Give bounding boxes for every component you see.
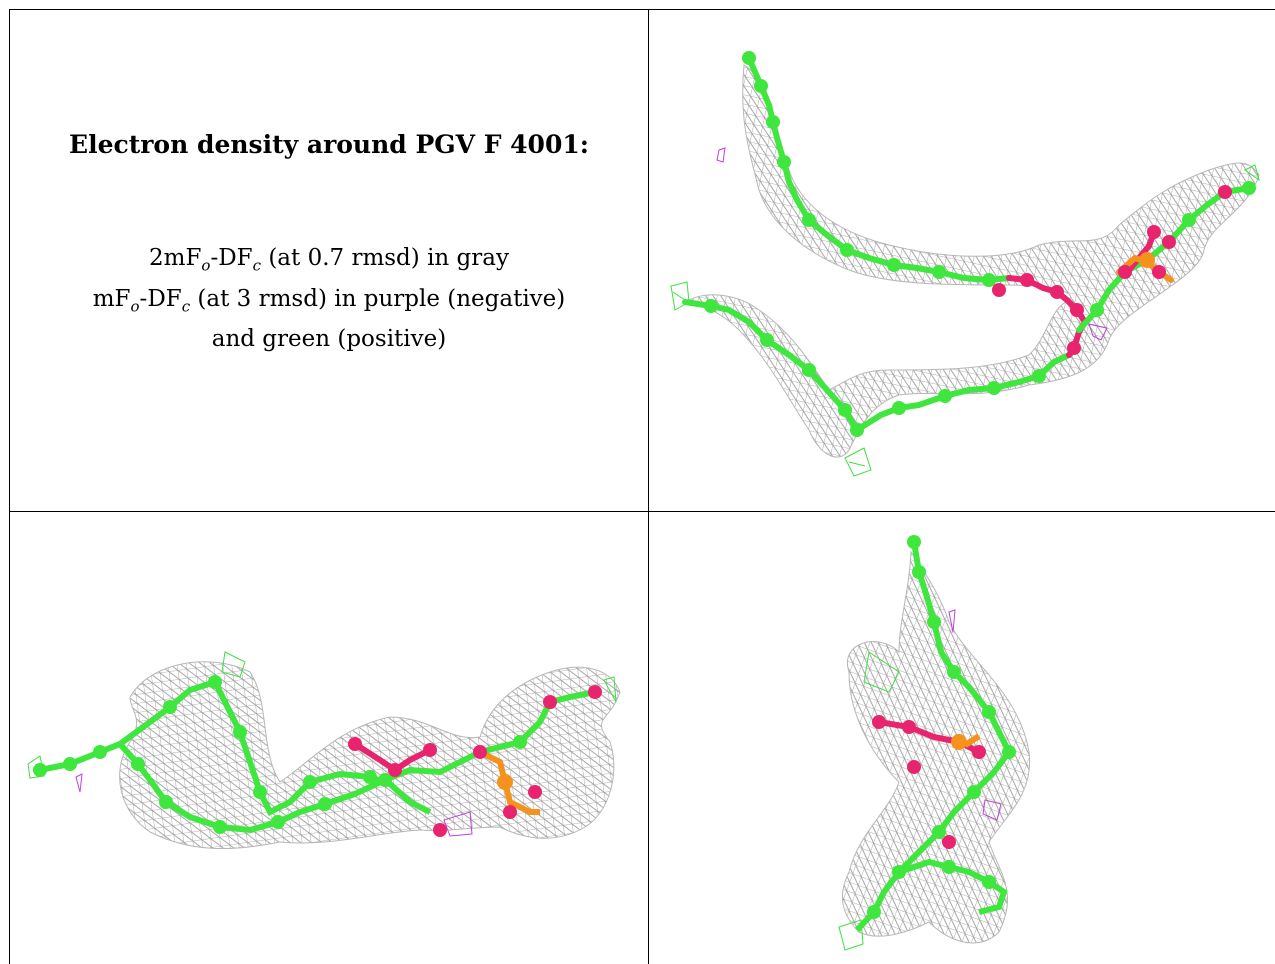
negative-density-top-right: [716, 147, 1108, 341]
view-top-right: [649, 10, 1275, 511]
figure-title: Electron density around PGV F 4001:: [69, 130, 589, 159]
figure-table: Electron density around PGV F 4001: 2mFo…: [9, 9, 1275, 964]
ligand-atoms-top-right: [704, 51, 1256, 437]
table-border-horizontal: [9, 511, 1275, 512]
view-bottom-left: [10, 512, 648, 964]
table-border-top: [9, 9, 1275, 10]
ligand-atoms-bottom-left: [33, 675, 602, 837]
legend-line-2mfo: 2mFo-DFc (at 0.7 rmsd) in gray: [149, 245, 509, 275]
table-border-left: [9, 9, 10, 964]
caption-cell: Electron density around PGV F 4001: 2mFo…: [10, 10, 648, 511]
table-border-vertical: [648, 9, 649, 964]
density-mesh-bottom-right: [841, 550, 1031, 944]
negative-density-bottom-right: [948, 609, 1002, 821]
positive-density-bottom-left: [27, 651, 617, 779]
negative-density-bottom-left: [75, 773, 473, 837]
legend-line-mfo: mFo-DFc (at 3 rmsd) in purple (negative): [92, 285, 566, 316]
view-bottom-right: [649, 512, 1275, 964]
legend-line-colors: and green (positive): [211, 326, 447, 353]
ligand-atoms-bottom-right: [867, 535, 1016, 919]
positive-density-bottom-right: [838, 651, 900, 951]
legend-text: 2mFo-DFc (at 0.7 rmsd) in gray mFo-DFc (…: [10, 242, 648, 356]
